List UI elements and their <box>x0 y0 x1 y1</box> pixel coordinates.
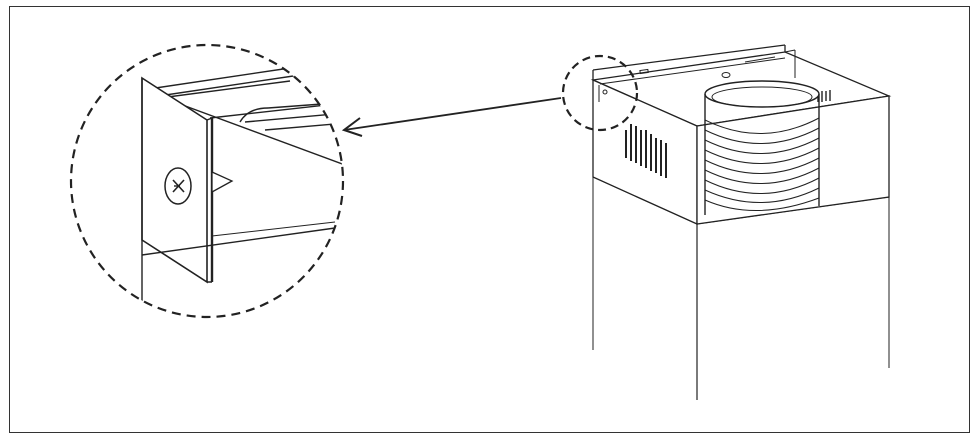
duct-collar <box>704 80 820 215</box>
callout-dashed-circle <box>561 54 639 132</box>
duct-ribs <box>704 117 820 211</box>
range-hood-chimney-icon <box>561 44 892 400</box>
magnifier-dashed-circle <box>69 43 345 319</box>
vent-grille-right <box>817 90 831 102</box>
arrow-left-icon <box>341 97 562 137</box>
bracket-tab <box>211 170 234 194</box>
vent-grille <box>625 124 667 178</box>
hood-side-edges-detail <box>141 78 336 317</box>
screw-icon <box>164 167 192 205</box>
chimney-upper-box <box>590 44 892 226</box>
magnified-detail-view <box>69 43 345 319</box>
